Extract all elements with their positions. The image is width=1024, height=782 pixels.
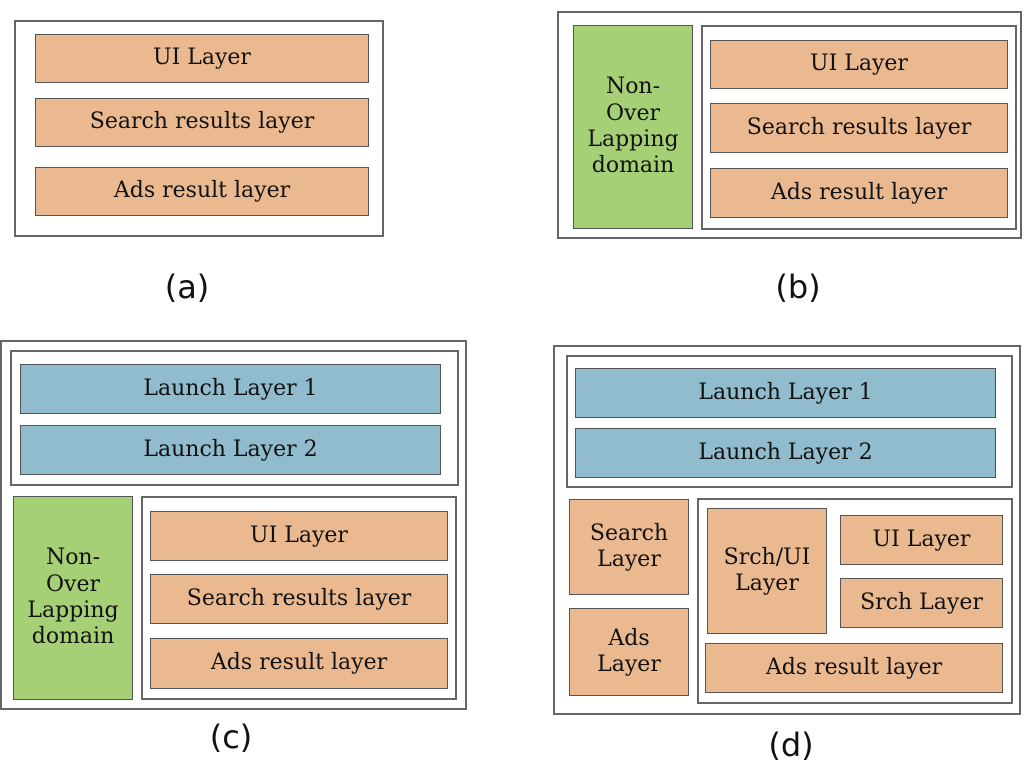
panel-b-caption: (b) — [775, 268, 821, 306]
panel-c-caption: (c) — [209, 718, 253, 756]
panel-d-search-layer: Search Layer — [569, 499, 689, 595]
panel-c-launch-layer-2: Launch Layer 2 — [20, 425, 441, 475]
panel-d-ads-layer: Ads Layer — [569, 608, 689, 696]
panel-b-non-overlapping-domain: Non- Over Lapping domain — [573, 25, 693, 229]
panel-c-non-overlapping-domain: Non- Over Lapping domain — [13, 496, 133, 700]
panel-a-ui-layer: UI Layer — [35, 34, 369, 83]
panel-d-caption: (d) — [768, 726, 814, 764]
panel-d-srch-layer: Srch Layer — [840, 578, 1003, 628]
panel-c-launch-layer-1: Launch Layer 1 — [20, 364, 441, 414]
panel-b-ui-layer: UI Layer — [710, 40, 1008, 89]
panel-a-search-results-layer: Search results layer — [35, 98, 369, 147]
panel-d-launch-layer-1: Launch Layer 1 — [575, 368, 996, 418]
panel-b-ads-result-layer: Ads result layer — [710, 168, 1008, 218]
panel-a-ads-result-layer: Ads result layer — [35, 167, 369, 216]
panel-d-srch-ui-layer: Srch/UI Layer — [707, 508, 827, 634]
panel-d-ui-layer: UI Layer — [840, 515, 1003, 565]
panel-a-caption: (a) — [164, 268, 210, 306]
panel-b-search-results-layer: Search results layer — [710, 103, 1008, 153]
panel-c-ui-layer: UI Layer — [150, 511, 448, 561]
panel-c-search-results-layer: Search results layer — [150, 574, 448, 624]
panel-d-launch-layer-2: Launch Layer 2 — [575, 428, 996, 478]
panel-d-ads-result-layer: Ads result layer — [705, 643, 1003, 693]
panel-c-ads-result-layer: Ads result layer — [150, 638, 448, 689]
